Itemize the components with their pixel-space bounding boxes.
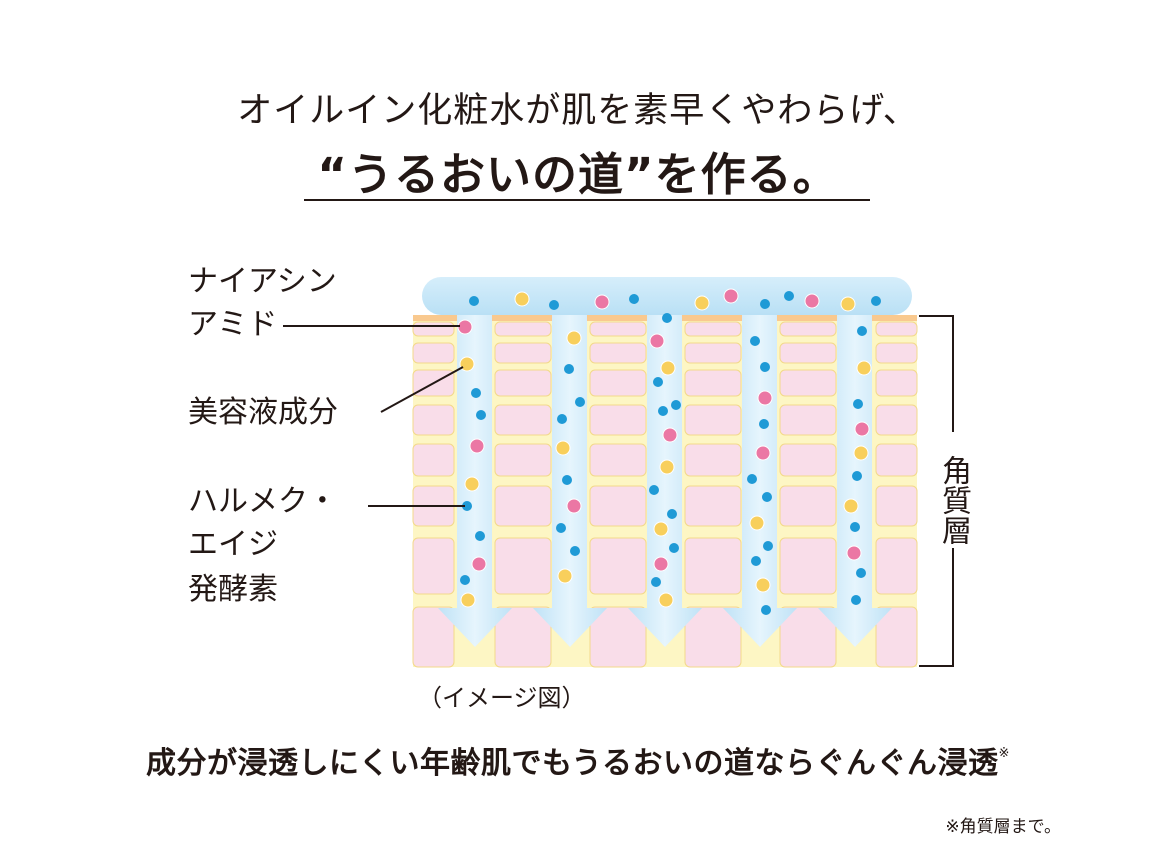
bottom-statement-text: 成分が浸透しにくい年齢肌でもうるおいの道ならぐんぐん浸透 [146, 746, 999, 781]
diagram-caption: （イメージ図） [418, 684, 586, 712]
headline-line-2: “うるおいの道”を作る。 [317, 148, 839, 201]
label-niacinamide-line-1: ナイアシン [188, 264, 337, 299]
bottom-statement: 成分が浸透しにくい年齢肌でもうるおいの道ならぐんぐん浸透※ [0, 738, 1156, 782]
label-stratum-corneum: 角質層 [936, 455, 971, 545]
headline-underline [304, 199, 870, 201]
corneocyte-cells [412, 321, 918, 668]
leader-serum-ingredient [380, 366, 464, 413]
label-enzyme-line-1: ハルメク・ [188, 484, 338, 519]
oil-in-lotion-film [422, 277, 912, 315]
footnote: ※角質層まで。 [945, 817, 1061, 837]
label-enzyme-line-2: エイジ [188, 527, 278, 562]
stratum-corneum-bracket [919, 315, 954, 667]
label-niacinamide-line-2: アミド [188, 307, 278, 342]
footnote-mark: ※ [998, 746, 1010, 761]
ingredient-dots [457, 288, 881, 615]
label-serum-ingredient: 美容液成分 [188, 395, 338, 430]
label-enzyme-line-3: 発酵素 [188, 572, 278, 607]
headline-line-1: オイルイン化粧水が肌を素早くやわらげ、 [237, 91, 919, 131]
